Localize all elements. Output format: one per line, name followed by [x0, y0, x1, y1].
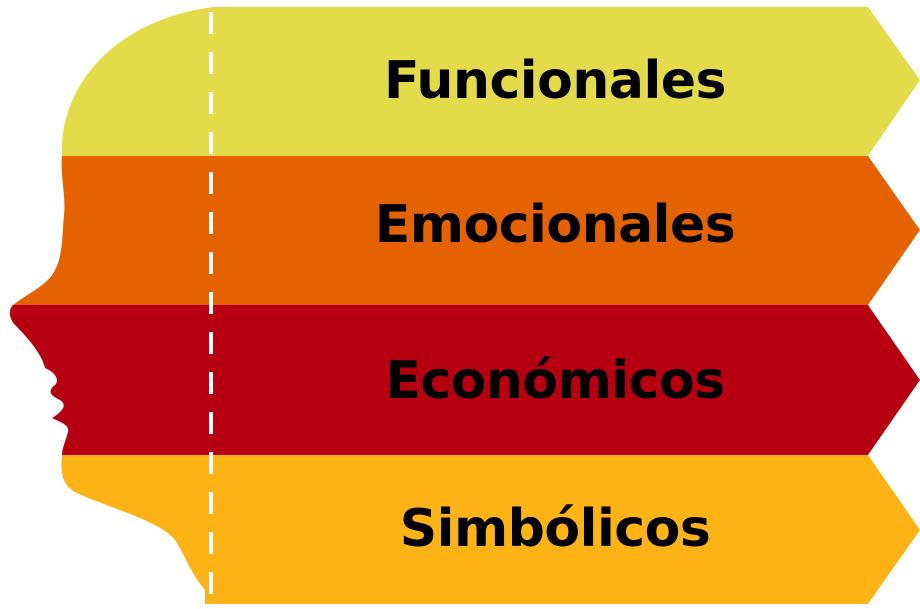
band-label-economicos: Económicos [385, 351, 725, 411]
band-label-emocionales: Emocionales [374, 195, 736, 255]
band-shape-simbolicos [61, 455, 920, 604]
band-shape-economicos [9, 305, 920, 455]
band-shape-emocionales [13, 156, 920, 305]
band-label-simbolicos: Simbólicos [399, 499, 711, 559]
band-shape-funcionales [61, 7, 920, 156]
band-label-funcionales: Funcionales [384, 51, 727, 111]
